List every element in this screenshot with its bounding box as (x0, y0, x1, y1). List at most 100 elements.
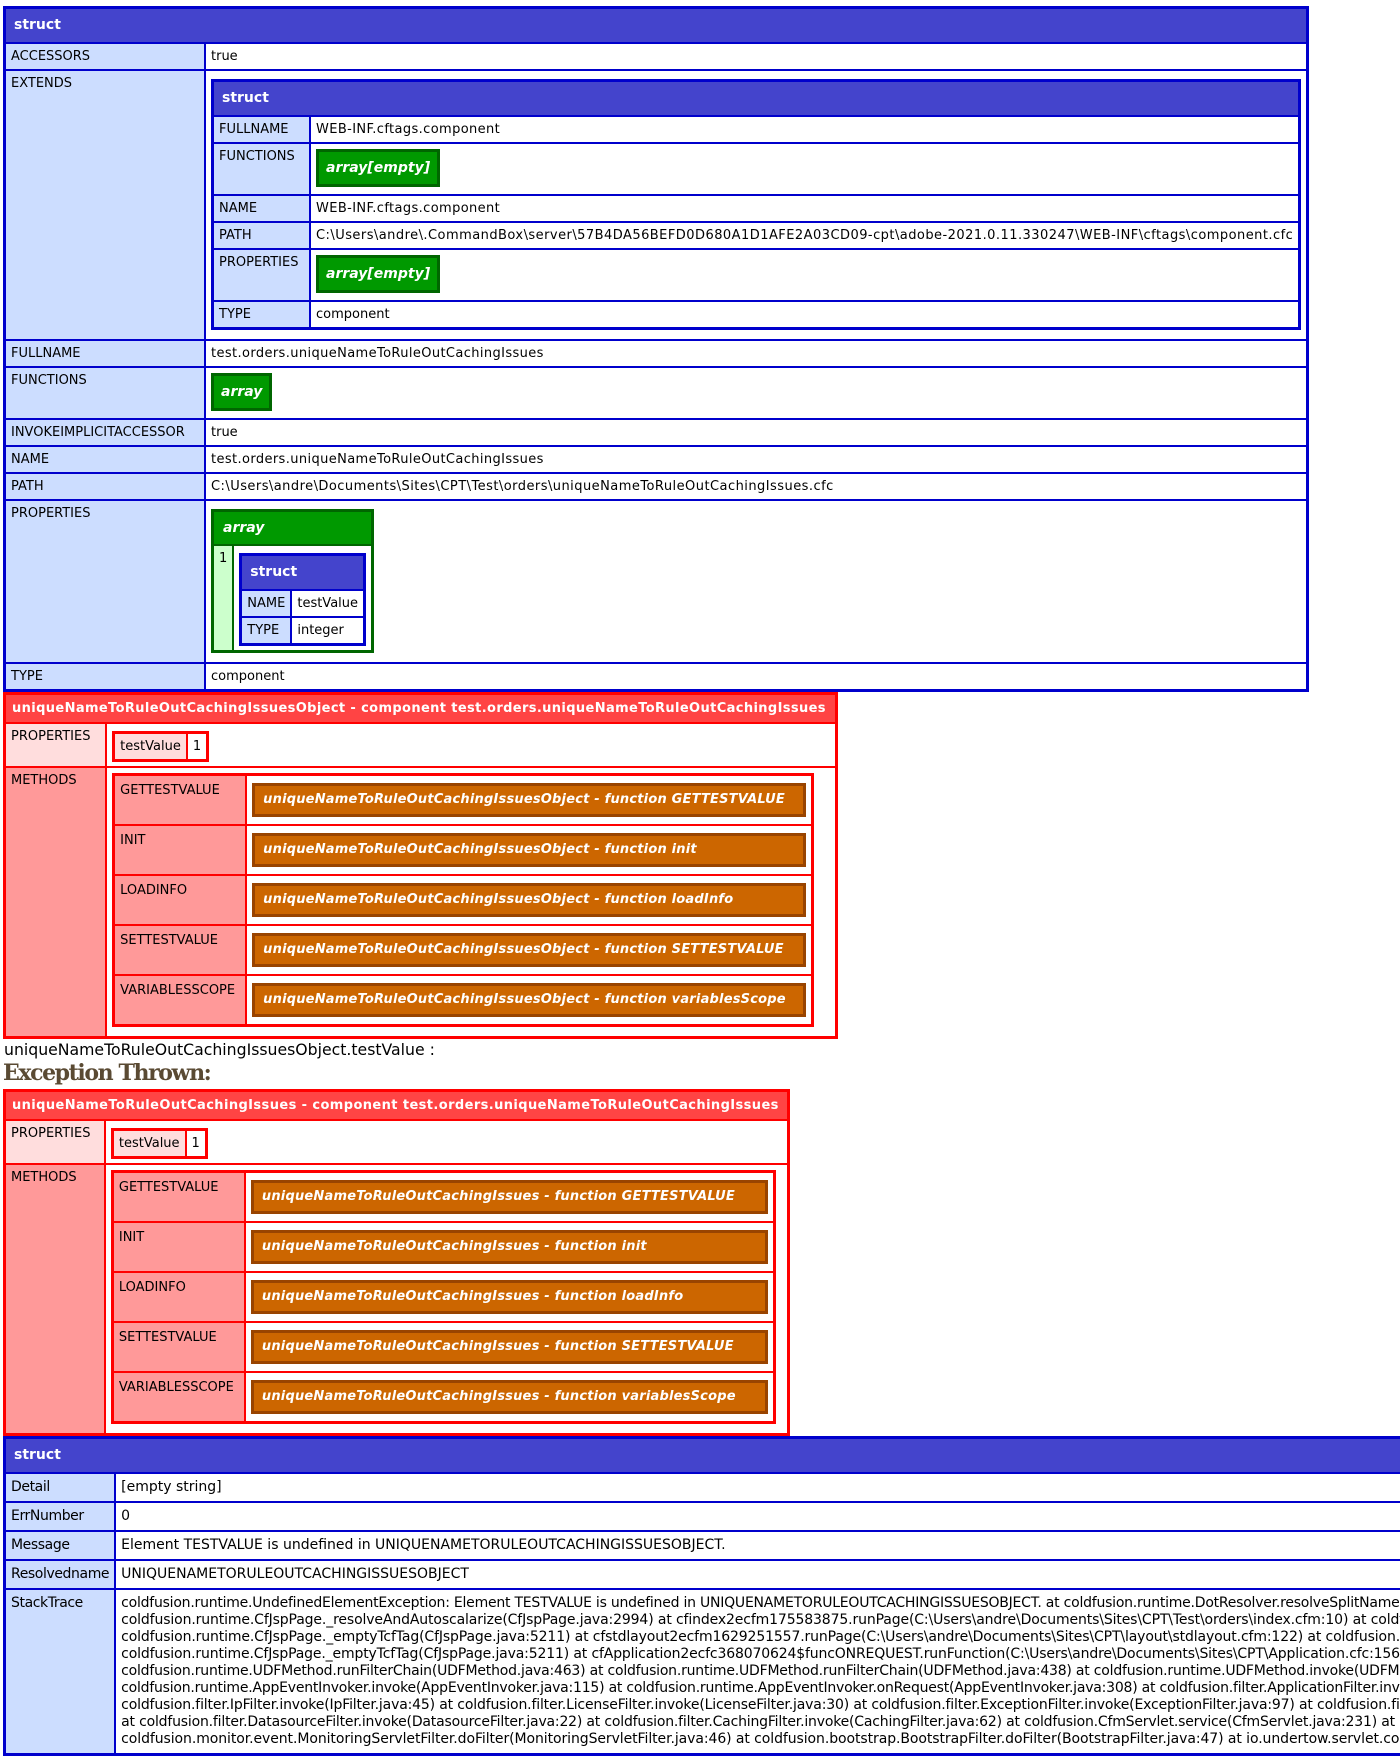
extends-value-name: WEB-INF.cftags.component (311, 196, 1299, 221)
struct-value-properties: array 1 struct NAME testValue (206, 501, 1307, 662)
struct-key-path: PATH (6, 474, 204, 499)
component-class-methods-cell: GETTESTVALUE uniqueNameToRuleOutCachingI… (105, 1165, 787, 1433)
stacktrace-line: coldfusion.filter.IpFilter.invoke(IpFilt… (121, 1697, 1400, 1713)
method-name-settestvalue: SETTESTVALUE (113, 1323, 244, 1371)
function-dump-table: uniqueNameToRuleOutCachingIssues - funct… (250, 1380, 768, 1414)
method-name-gettestvalue: GETTESTVALUE (115, 776, 246, 824)
function-dump-header[interactable]: uniqueNameToRuleOutCachingIssues - funct… (253, 1183, 765, 1211)
function-dump-header[interactable]: uniqueNameToRuleOutCachingIssues - funct… (253, 1233, 765, 1261)
table-row: GETTESTVALUE uniqueNameToRuleOutCachingI… (113, 1173, 773, 1221)
struct-value-fullname: test.orders.uniqueNameToRuleOutCachingIs… (206, 341, 1307, 366)
method-cell: uniqueNameToRuleOutCachingIssuesObject -… (247, 926, 812, 974)
extends-key-properties: PROPERTIES (214, 250, 309, 300)
method-cell: uniqueNameToRuleOutCachingIssuesObject -… (247, 976, 812, 1024)
function-dump-header[interactable]: uniqueNameToRuleOutCachingIssuesObject -… (255, 886, 804, 914)
struct-value-accessors: true (206, 44, 1307, 69)
function-dump-header[interactable]: uniqueNameToRuleOutCachingIssues - funct… (253, 1333, 765, 1361)
stacktrace-line: coldfusion.runtime.CfJspPage._resolveAnd… (121, 1612, 1400, 1628)
method-cell: uniqueNameToRuleOutCachingIssues - funct… (245, 1373, 773, 1421)
table-row: PROPERTIES testValue 1 (6, 1121, 787, 1163)
extends-key-path: PATH (214, 223, 309, 248)
extends-struct-dump-table: struct FULLNAME WEB-INF.cftags.component… (211, 79, 1302, 330)
table-row: TYPE integer (242, 618, 364, 643)
method-name-loadinfo: LOADINFO (113, 1273, 244, 1321)
function-dump-header[interactable]: uniqueNameToRuleOutCachingIssues - funct… (253, 1383, 765, 1411)
empty-array-header[interactable]: array[empty] (319, 258, 438, 290)
function-dump-header[interactable]: uniqueNameToRuleOutCachingIssuesObject -… (255, 936, 804, 964)
extends-key-name: NAME (214, 196, 309, 221)
struct-value-name: test.orders.uniqueNameToRuleOutCachingIs… (206, 447, 1307, 472)
property-value: 1 (187, 734, 207, 759)
table-row: VARIABLESSCOPE uniqueNameToRuleOutCachin… (113, 1373, 773, 1421)
table-row: PROPERTIES array[empty] (214, 250, 1299, 300)
function-dump-table: uniqueNameToRuleOutCachingIssues - funct… (250, 1280, 768, 1314)
property-name: testValue (113, 1131, 185, 1156)
method-name-gettestvalue: GETTESTVALUE (113, 1173, 244, 1221)
function-dump-table: uniqueNameToRuleOutCachingIssues - funct… (250, 1330, 768, 1364)
property-struct-header[interactable]: struct (242, 556, 364, 589)
table-row: EXTENDS struct FULLNAME WEB-INF.cftags.c… (6, 71, 1307, 339)
exception-value-resolvedname: UNIQUENAMETORULEOUTCACHINGISSUESOBJECT (116, 1561, 1400, 1588)
table-row: METHODS GETTESTVALUE uniqueNameToRuleOut… (6, 768, 835, 1036)
component-class-dump-table: uniqueNameToRuleOutCachingIssues - compo… (3, 1089, 790, 1436)
method-cell: uniqueNameToRuleOutCachingIssuesObject -… (247, 776, 812, 824)
struct-key-fullname: FULLNAME (6, 341, 204, 366)
method-cell: uniqueNameToRuleOutCachingIssues - funct… (245, 1273, 773, 1321)
testvalue-note: uniqueNameToRuleOutCachingIssuesObject.t… (4, 1040, 435, 1059)
function-dump-header[interactable]: uniqueNameToRuleOutCachingIssuesObject -… (255, 986, 804, 1014)
function-dump-header[interactable]: uniqueNameToRuleOutCachingIssues - funct… (253, 1283, 765, 1311)
empty-array-header[interactable]: array[empty] (319, 152, 438, 184)
array-dump-header[interactable]: array (214, 512, 372, 544)
extends-value-path: C:\Users\andre\.CommandBox\server\57B4DA… (311, 223, 1299, 248)
property-key-name: NAME (242, 591, 291, 616)
table-row: INIT uniqueNameToRuleOutCachingIssuesObj… (115, 826, 812, 874)
table-row: PROPERTIES testValue 1 (6, 724, 835, 766)
extends-struct-header[interactable]: struct (214, 82, 1299, 115)
struct-dump-header[interactable]: struct (6, 9, 1307, 42)
exception-key-resolvedname: Resolvedname (6, 1561, 115, 1588)
component-class-key-methods: METHODS (6, 1165, 104, 1433)
stacktrace-line: coldfusion.runtime.AppEventInvoker.invok… (121, 1680, 1400, 1696)
extends-value-properties: array[empty] (311, 250, 1299, 300)
table-row: NAME WEB-INF.cftags.component (214, 196, 1299, 221)
stacktrace-line: at coldfusion.filter.DatasourceFilter.in… (121, 1714, 1400, 1730)
component-object-key-methods: METHODS (6, 768, 106, 1036)
struct-value-invokeimplicitaccessor: true (206, 420, 1307, 445)
function-dump-header[interactable]: uniqueNameToRuleOutCachingIssuesObject -… (255, 786, 804, 814)
function-dump-table: uniqueNameToRuleOutCachingIssuesObject -… (252, 933, 807, 967)
collapsed-array-header[interactable]: array (214, 376, 270, 408)
table-row: FULLNAME WEB-INF.cftags.component (214, 117, 1299, 142)
struct-value-path: C:\Users\andre\Documents\Sites\CPT\Test\… (206, 474, 1307, 499)
component-class-header[interactable]: uniqueNameToRuleOutCachingIssues - compo… (6, 1092, 787, 1119)
property-value-type: integer (292, 618, 364, 643)
component-object-header[interactable]: uniqueNameToRuleOutCachingIssuesObject -… (6, 695, 835, 722)
extends-key-type: TYPE (214, 302, 309, 327)
function-dump-table: uniqueNameToRuleOutCachingIssues - funct… (250, 1180, 768, 1214)
table-row: GETTESTVALUE uniqueNameToRuleOutCachingI… (115, 776, 812, 824)
properties-array-dump-table: array 1 struct NAME testValue (211, 509, 375, 653)
struct-key-properties: PROPERTIES (6, 501, 204, 662)
function-dump-header[interactable]: uniqueNameToRuleOutCachingIssuesObject -… (255, 836, 804, 864)
table-row: testValue 1 (113, 1131, 205, 1156)
table-row: ACCESSORS true (6, 44, 1307, 69)
exception-key-stacktrace: StackTrace (6, 1590, 115, 1753)
table-row: NAME testValue (242, 591, 364, 616)
table-row: NAME test.orders.uniqueNameToRuleOutCach… (6, 447, 1307, 472)
extends-key-functions: FUNCTIONS (214, 144, 309, 194)
function-dump-table: uniqueNameToRuleOutCachingIssues - funct… (250, 1230, 768, 1264)
struct-key-type: TYPE (6, 664, 204, 689)
property-value: 1 (186, 1131, 205, 1156)
function-dump-table: uniqueNameToRuleOutCachingIssuesObject -… (252, 783, 807, 817)
exception-struct-header[interactable]: struct (6, 1439, 1400, 1472)
component-object-methods-cell: GETTESTVALUE uniqueNameToRuleOutCachingI… (107, 768, 835, 1036)
empty-array-dump-table: array[empty] (316, 149, 441, 187)
properties-table: testValue 1 (112, 731, 210, 762)
struct-key-accessors: ACCESSORS (6, 44, 204, 69)
method-name-init: INIT (113, 1223, 244, 1271)
method-cell: uniqueNameToRuleOutCachingIssues - funct… (245, 1173, 773, 1221)
stacktrace-line: coldfusion.monitor.event.MonitoringServl… (121, 1731, 1400, 1747)
extends-value-type: component (311, 302, 1299, 327)
struct-value-functions: array (206, 368, 1307, 418)
component-object-properties-cell: testValue 1 (107, 724, 835, 766)
methods-table: GETTESTVALUE uniqueNameToRuleOutCachingI… (112, 773, 815, 1027)
